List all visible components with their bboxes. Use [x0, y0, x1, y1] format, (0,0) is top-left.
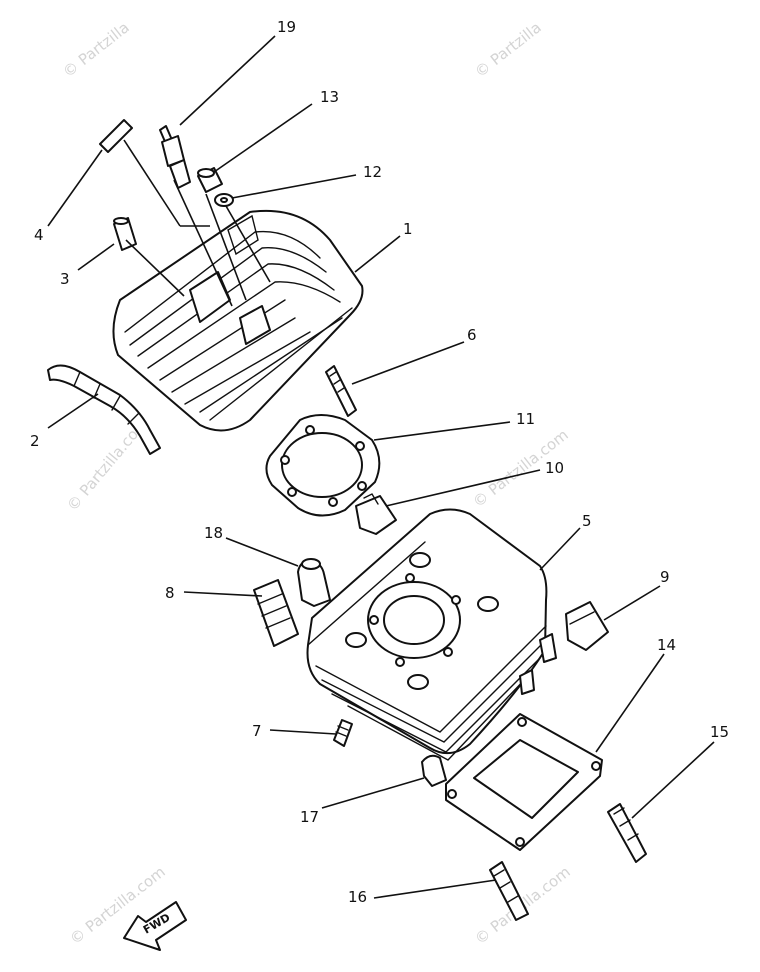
- callout-17: 17: [300, 808, 319, 826]
- nut-part: [197, 167, 223, 193]
- watermark-top-left: © Partzilla: [59, 18, 132, 81]
- stud-part-15: [607, 803, 647, 863]
- base-gasket-part: [445, 713, 603, 851]
- cap-part-17: [421, 754, 447, 787]
- washer-part: [214, 193, 234, 207]
- stud-part-6: [325, 365, 357, 417]
- spark-plug-part: [159, 125, 191, 189]
- callout-5: 5: [582, 512, 592, 530]
- stud-part-16: [489, 861, 529, 921]
- callout-3: 3: [60, 270, 70, 288]
- callout-2: 2: [30, 432, 40, 450]
- leader-lines: [47, 35, 715, 899]
- callouts: 19 13 12 1 6 11 10 5 9 14 15 16 17 7 8 1…: [30, 18, 729, 906]
- callout-14: 14: [657, 636, 676, 654]
- cylinder-part: [306, 508, 557, 761]
- callout-18: 18: [204, 524, 223, 542]
- pin-part: [99, 119, 133, 153]
- callout-7: 7: [252, 722, 262, 740]
- insulator-part-8: [253, 579, 299, 647]
- cap-part-10: [355, 493, 397, 535]
- insulator-part-9: [565, 601, 609, 651]
- callout-15: 15: [710, 723, 729, 741]
- head-gasket-part: [265, 414, 381, 517]
- screw-part: [333, 719, 353, 747]
- callout-9: 9: [660, 568, 670, 586]
- callout-13: 13: [320, 88, 339, 106]
- callout-6: 6: [467, 326, 477, 344]
- watermark-top-right: © Partzilla: [471, 18, 544, 81]
- callout-1: 1: [403, 220, 413, 238]
- callout-12: 12: [363, 163, 382, 181]
- fwd-arrow-icon: FWD: [123, 901, 187, 951]
- callout-10: 10: [545, 459, 564, 477]
- callout-19: 19: [277, 18, 296, 36]
- callout-8: 8: [165, 584, 175, 602]
- hose-part: [47, 364, 161, 455]
- callout-16: 16: [348, 888, 367, 906]
- cap-part-18: [297, 558, 331, 607]
- callout-4: 4: [34, 226, 44, 244]
- cylinder-head-part: [112, 209, 364, 432]
- sleeve-part: [113, 217, 137, 251]
- callout-11: 11: [516, 410, 535, 428]
